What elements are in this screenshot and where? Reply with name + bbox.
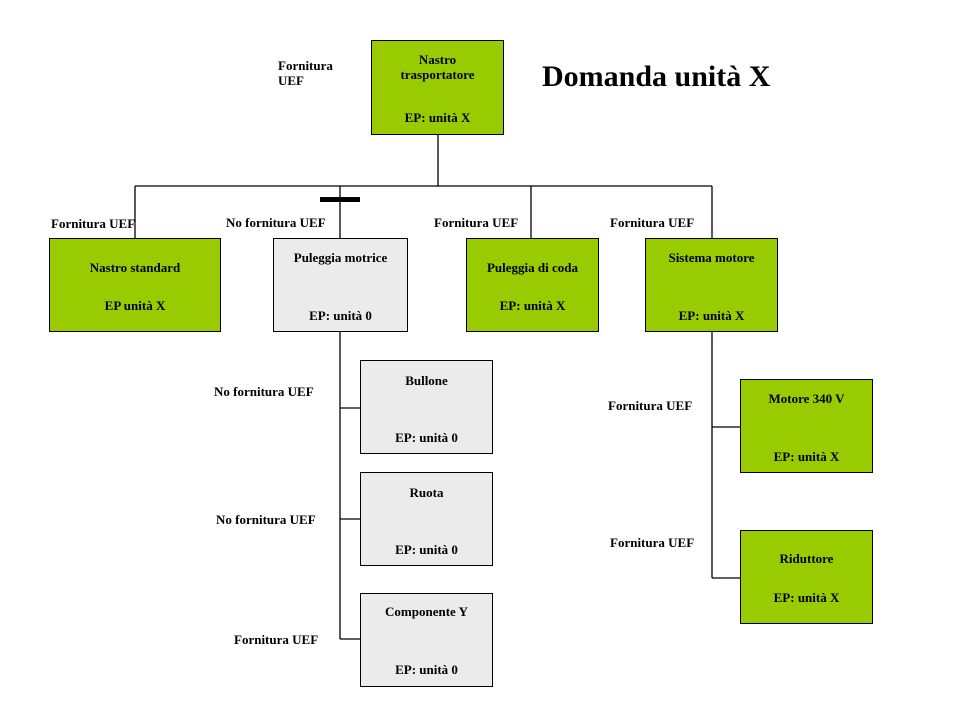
node-name: Bullone xyxy=(405,373,448,388)
node-name: Ruota xyxy=(409,485,444,500)
node-ep: EP: unità X xyxy=(499,298,566,313)
node-name: Motore 340 V xyxy=(768,391,845,406)
node-name: Nastro trasportatore xyxy=(400,52,475,82)
node-name: Riduttore xyxy=(779,551,834,566)
node-name: Componente Y xyxy=(385,604,468,619)
edge-label-componente-y: Fornitura UEF xyxy=(234,632,319,647)
node-nastro-standard: Nastro standard EP unità X xyxy=(49,238,221,332)
node-ep: EP: unità X xyxy=(678,308,745,323)
node-ep: EP: unità X xyxy=(773,590,840,605)
root-node-nastro-trasportatore: Nastro trasportatore EP: unità X xyxy=(371,40,504,135)
edge-label-puleggia-di-coda: Fornitura UEF xyxy=(434,215,519,230)
node-name: Sistema motore xyxy=(668,250,755,265)
node-puleggia-di-coda: Puleggia di coda EP: unità X xyxy=(466,238,599,332)
node-motore-340v: Motore 340 V EP: unità X xyxy=(740,379,873,473)
node-name: Puleggia di coda xyxy=(486,260,578,275)
node-sistema-motore: Sistema motore EP: unità X xyxy=(645,238,778,332)
diagram-title: Domanda unità X xyxy=(542,60,771,93)
node-name: Nastro standard xyxy=(89,260,181,275)
node-bullone: Bullone EP: unità 0 xyxy=(360,360,493,454)
edge-label-puleggia-motrice: No fornitura UEF xyxy=(226,215,326,230)
node-ep: EP: unità X xyxy=(773,449,840,464)
root-supply-label: Fornitura UEF xyxy=(278,58,333,88)
node-puleggia-motrice: Puleggia motrice EP: unità 0 xyxy=(273,238,408,332)
node-name: Puleggia motrice xyxy=(293,250,388,265)
edge-label-bullone: No fornitura UEF xyxy=(214,384,314,399)
edge-label-sistema-motore: Fornitura UEF xyxy=(610,215,695,230)
edge-label-riduttore: Fornitura UEF xyxy=(610,535,695,550)
node-ep: EP: unità X xyxy=(404,110,471,125)
node-ep: EP: unità 0 xyxy=(395,662,458,677)
supply-break-marker xyxy=(320,197,360,202)
edge-label-nastro-standard: Fornitura UEF xyxy=(51,216,136,231)
node-ep: EP: unità 0 xyxy=(309,308,372,323)
node-ep: EP: unità 0 xyxy=(395,542,458,557)
node-componente-y: Componente Y EP: unità 0 xyxy=(360,593,493,687)
node-ruota: Ruota EP: unità 0 xyxy=(360,472,493,566)
edge-label-motore-340v: Fornitura UEF xyxy=(608,398,693,413)
node-ep: EP unità X xyxy=(104,298,166,313)
node-ep: EP: unità 0 xyxy=(395,430,458,445)
edge-label-ruota: No fornitura UEF xyxy=(216,512,316,527)
node-riduttore: Riduttore EP: unità X xyxy=(740,530,873,624)
